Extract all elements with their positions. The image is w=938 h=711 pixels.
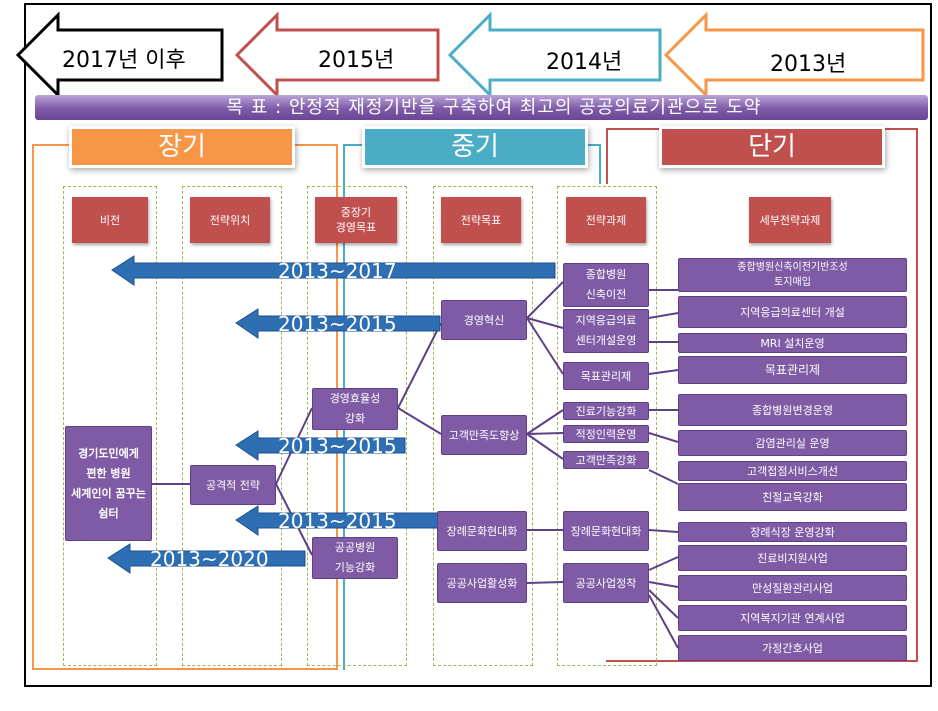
header-detail: 세부전략과제 [749, 197, 831, 243]
arrow-2017-after [15, 11, 224, 99]
detail-box: 고객접점서비스개선 [678, 461, 907, 481]
period-arrow-1 [111, 255, 556, 286]
detail-box: 친절교육강화 [678, 483, 907, 511]
arrow-2013 [663, 11, 925, 99]
mid-term-border [599, 144, 601, 184]
detail-box: 가정간호사업 [678, 635, 907, 661]
column-mid-goal [307, 186, 407, 666]
column-task [557, 186, 657, 666]
short-term-border [606, 128, 608, 184]
term-long: 장기 [72, 129, 292, 165]
year-label: 2015년 [318, 48, 395, 73]
year-label: 2013년 [770, 52, 847, 77]
detail-box: 장례식장 운영강화 [678, 522, 907, 542]
column-vision [63, 186, 157, 666]
strategic-goal-box: 장례문화현대화 [437, 511, 527, 551]
period-label: 2013~2017 [278, 259, 397, 283]
task-box: 종합병원 신축이전 [563, 263, 649, 307]
detail-box: MRI 설치운영 [678, 333, 907, 353]
column-strategic-goal [433, 186, 533, 666]
strategic-goal-box: 고객만족도향상 [441, 415, 527, 455]
header-strategic-goal: 전략목표 [441, 197, 521, 243]
detail-box: 진료비지원사업 [678, 545, 907, 571]
task-box: 지역응급의료 센터개설운영 [563, 309, 649, 353]
goal-text: 목 표 : 안정적 재정기반을 구축하여 최고의 공공의료기관으로 도약 [226, 97, 762, 118]
term-mid: 중기 [365, 129, 585, 165]
arrow-2014 [447, 11, 662, 99]
header-task: 전략과제 [566, 197, 646, 243]
period-arrow-5 [107, 543, 306, 574]
header-position: 전략위치 [190, 197, 270, 243]
task-box: 장례문화현대화 [563, 511, 649, 551]
position-box: 공격적 전략 [190, 465, 276, 505]
strategic-goal-box: 공공사업활성화 [437, 563, 527, 603]
detail-box: 지역복지기관 연계사업 [678, 605, 907, 631]
task-box: 고객만족강화 [563, 451, 649, 469]
mid-goal-box: 경영효율성 강화 [312, 388, 398, 430]
period-label: 2013~2015 [278, 434, 397, 458]
year-label: 2017년 이후 [62, 48, 186, 73]
goal-bar [35, 95, 928, 120]
detail-box: 종합병원신축이전기반조성 토지매입 [678, 258, 907, 292]
period-label: 2013~2015 [278, 312, 397, 336]
year-arrows [15, 11, 925, 99]
period-arrow-3 [235, 430, 406, 461]
header-vision: 비전 [72, 197, 148, 243]
period-arrow-2 [235, 308, 441, 339]
task-box: 공공사업정착 [563, 563, 649, 603]
header-mid-goal: 중장기 경영목표 [315, 197, 397, 243]
task-box: 적정인력운영 [563, 425, 649, 443]
task-box: 목표관리제 [563, 362, 649, 390]
vision-box: 경기도민에게 편한 병원 세계인이 꿈꾸는 쉼터 [65, 426, 152, 541]
period-label: 2013~2015 [278, 509, 397, 533]
strategic-goal-box: 경영혁신 [441, 300, 527, 340]
period-label: 2013~2020 [150, 547, 269, 571]
term-short: 단기 [662, 129, 882, 165]
mid-goal-box: 공공병원 기능강화 [312, 537, 398, 579]
detail-box: 종합병원변경운영 [678, 394, 907, 426]
detail-box: 목표관리제 [678, 356, 907, 384]
detail-box: 만성질환관리사업 [678, 575, 907, 601]
year-label: 2014년 [546, 50, 623, 75]
task-box: 진료기능강화 [563, 402, 649, 420]
detail-box: 지역응급의료센터 개설 [678, 296, 907, 328]
column-position [182, 186, 282, 666]
detail-box: 감염관리실 운영 [678, 430, 907, 456]
arrow-2015 [234, 11, 440, 99]
